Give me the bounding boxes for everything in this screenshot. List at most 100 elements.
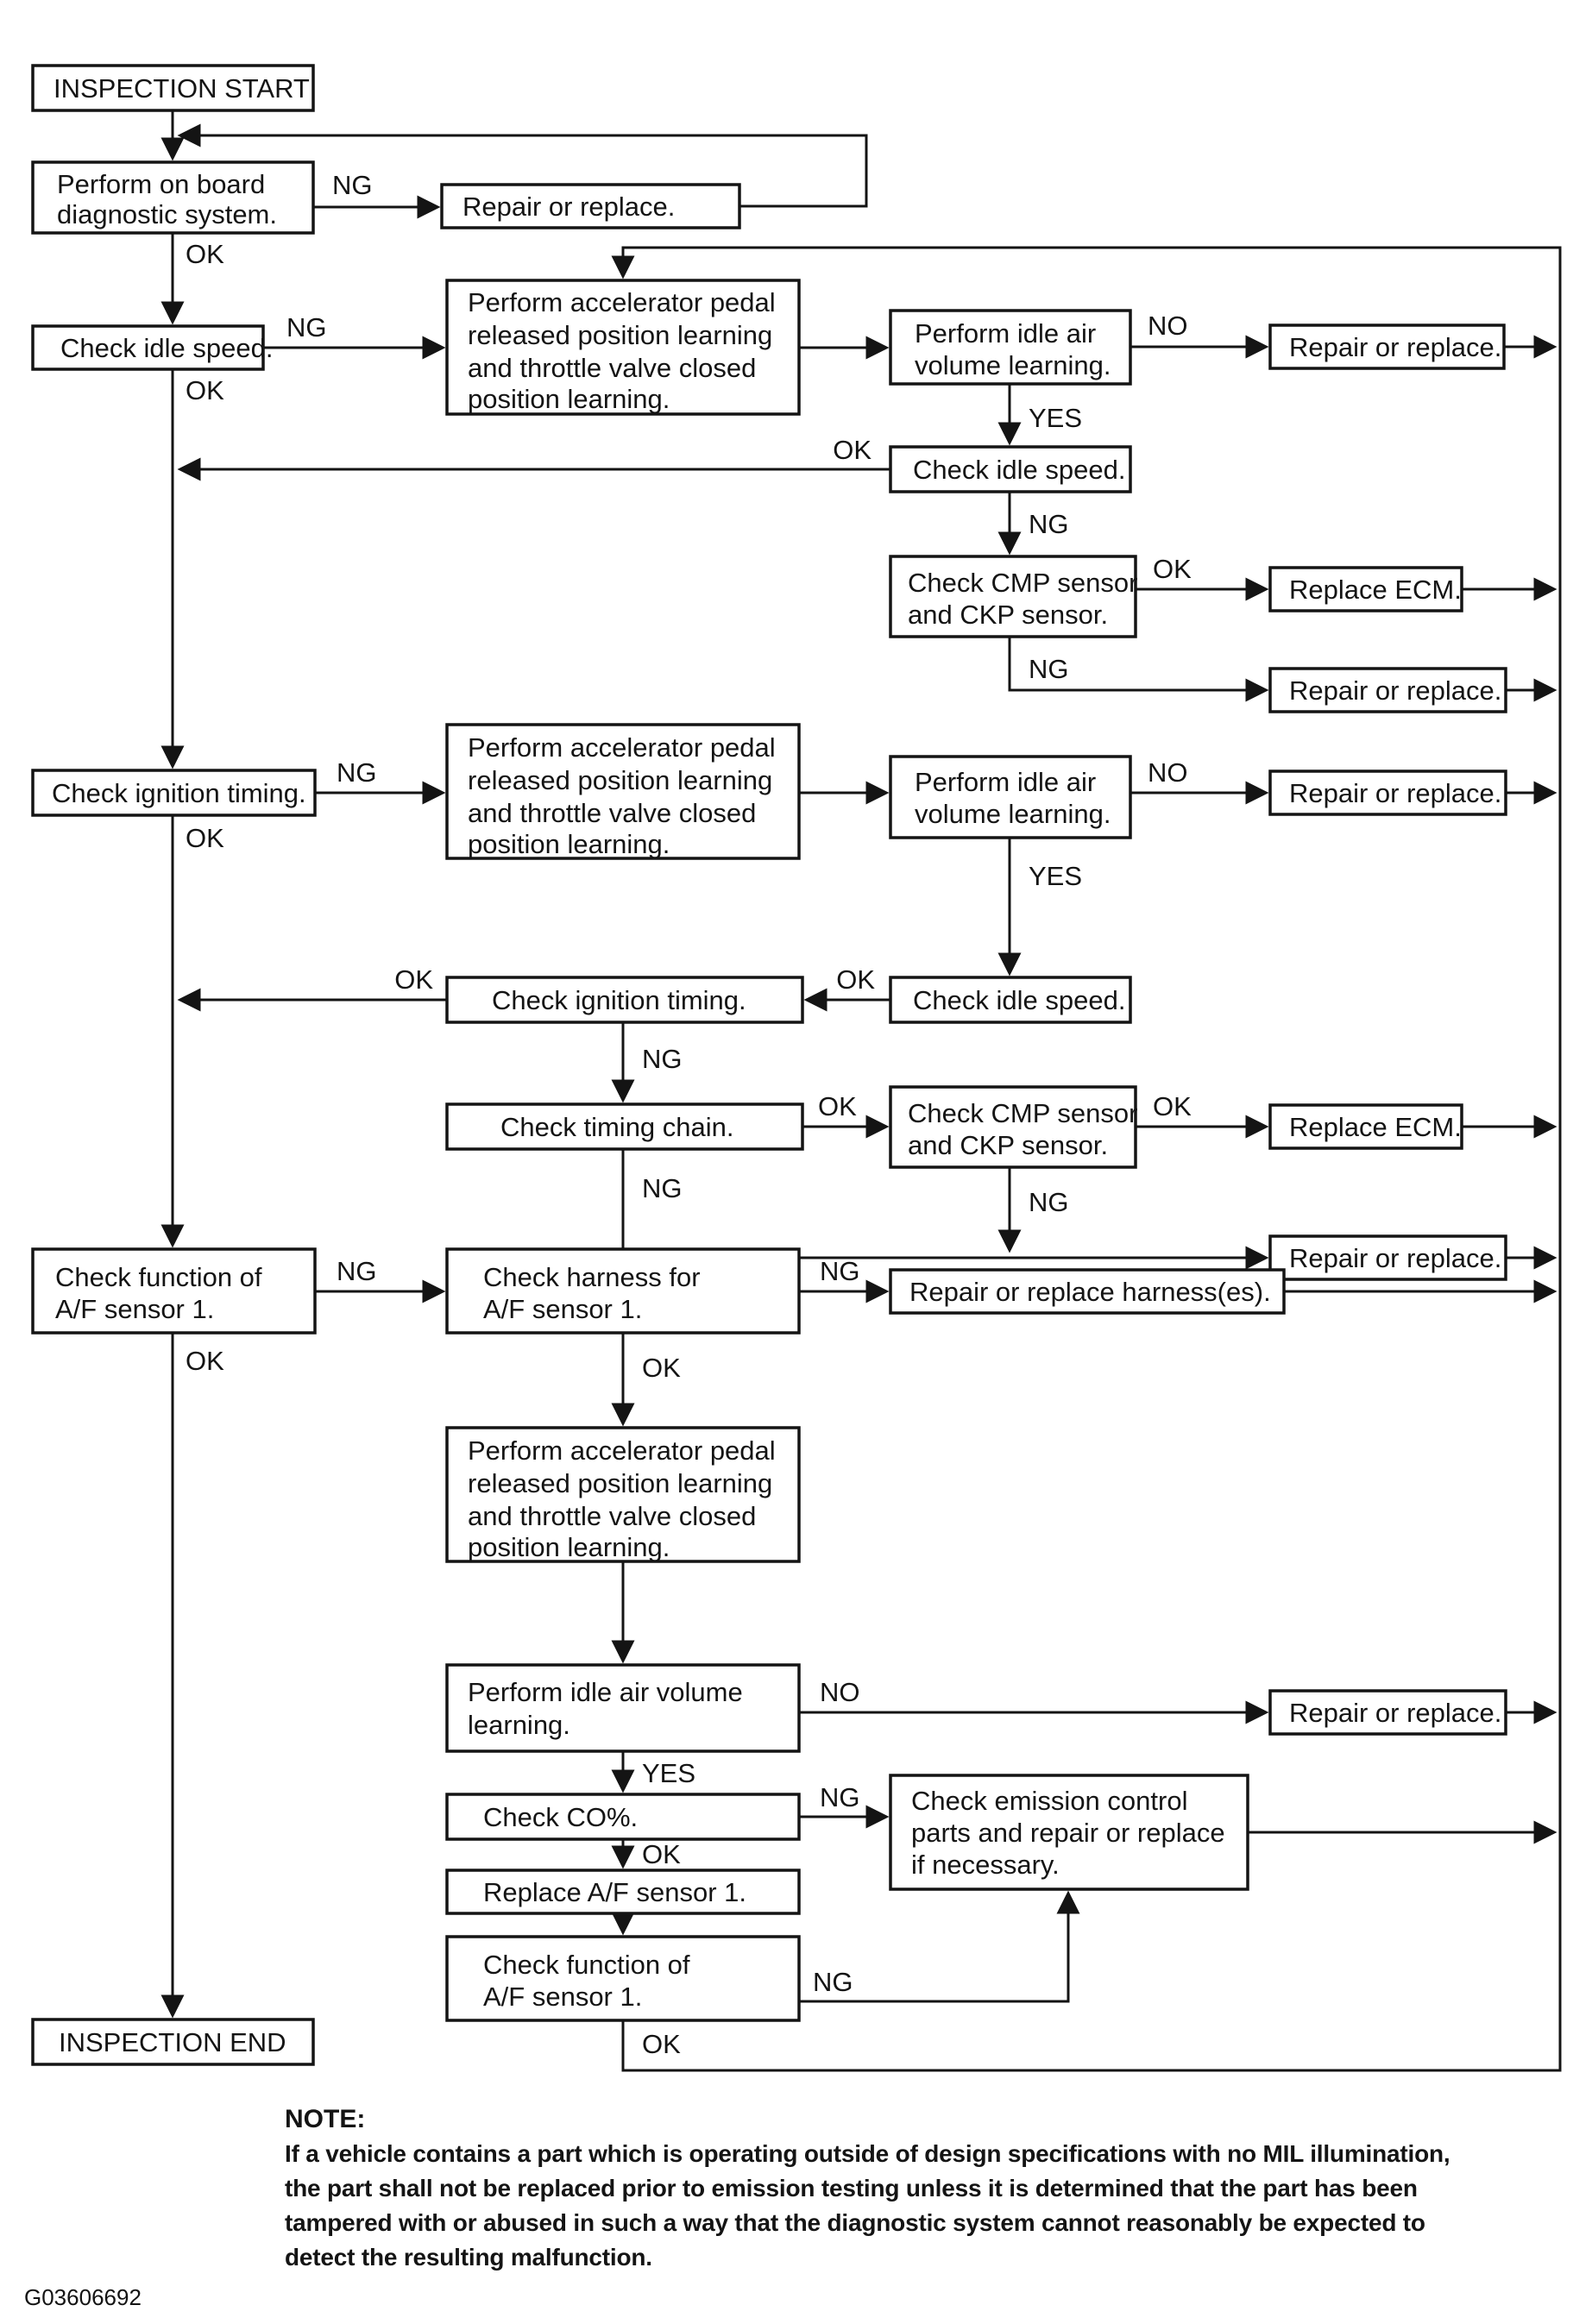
label-ign1-ng: NG	[337, 757, 377, 788]
node-accel-learning-3-line3: and throttle valve closed	[468, 1501, 756, 1531]
node-check-idle-speed-2-label: Check idle speed.	[913, 455, 1125, 485]
label-harness-ng: NG	[820, 1256, 860, 1286]
label-idle2-ok: OK	[833, 435, 872, 465]
node-repair-or-replace-5-label: Repair or replace.	[1289, 1243, 1501, 1273]
node-check-harness-line1: Check harness for	[483, 1262, 701, 1292]
node-replace-ecm-1-label: Replace ECM.	[1289, 575, 1462, 605]
node-idle-air-learning-2: Perform idle air volume learning.	[889, 755, 1132, 839]
edge-cmp1-ng	[1008, 637, 1269, 702]
label-cmp2-ok: OK	[1153, 1091, 1192, 1121]
node-idle-air-learning-3-box	[445, 1663, 801, 1753]
node-accel-learning-1-line2: released position learning	[468, 320, 772, 350]
node-check-co-label: Check CO%.	[483, 1802, 638, 1832]
node-check-ignition-timing-2: Check ignition timing.	[445, 976, 804, 1024]
node-repair-or-replace-5: Repair or replace.	[1268, 1234, 1507, 1281]
node-accel-learning-3: Perform accelerator pedal released posit…	[445, 1426, 801, 1563]
node-repair-or-replace-1-box	[440, 183, 741, 229]
note-line-2: the part shall not be replaced prior to …	[285, 2175, 1418, 2202]
node-repair-or-replace-3-box	[1268, 667, 1507, 713]
label-idleair1-yes: YES	[1029, 403, 1082, 433]
label-cmp1-ng: NG	[1029, 654, 1069, 684]
node-cmp-ckp-1-line1: Check CMP sensor	[908, 568, 1137, 598]
node-idle-air-learning-3: Perform idle air volume learning.	[445, 1663, 801, 1753]
node-repair-or-replace-3-label: Repair or replace.	[1289, 675, 1501, 706]
node-check-timing-chain: Check timing chain.	[445, 1102, 804, 1151]
node-check-emission-parts: Check emission control parts and repair …	[889, 1774, 1249, 1891]
label-cmp2-ng: NG	[1029, 1187, 1069, 1217]
node-check-idle-speed-1: Check idle speed.	[31, 324, 273, 371]
node-repair-or-replace-1-label: Repair or replace.	[462, 192, 675, 222]
node-check-emission-parts-line3: if necessary.	[911, 1850, 1060, 1880]
node-check-harness: Check harness for A/F sensor 1.	[445, 1247, 801, 1335]
label-chain-ok: OK	[818, 1091, 857, 1121]
node-idle-air-learning-2-line1: Perform idle air	[915, 767, 1096, 797]
node-repair-or-replace-5-box	[1268, 1234, 1507, 1281]
label-ign2-ng: NG	[642, 1044, 683, 1074]
node-inspection-start-label: INSPECTION START	[53, 73, 310, 104]
node-accel-learning-3-line1: Perform accelerator pedal	[468, 1435, 776, 1466]
node-repair-or-replace-6-box	[1268, 1689, 1507, 1736]
node-repair-or-replace-6-label: Repair or replace.	[1289, 1698, 1501, 1728]
node-check-emission-parts-line1: Check emission control	[911, 1786, 1187, 1816]
node-repair-or-replace-2-box	[1268, 323, 1506, 370]
node-inspection-end-label: INSPECTION END	[59, 2027, 286, 2057]
label-idleair2-yes: YES	[1029, 861, 1082, 891]
node-check-idle-speed-3-box	[889, 976, 1132, 1024]
label-co-ng: NG	[820, 1782, 860, 1812]
node-accel-learning-2: Perform accelerator pedal released posit…	[445, 723, 801, 860]
label-af2-ng: NG	[813, 1967, 853, 1997]
node-check-idle-speed-3-label: Check idle speed.	[913, 985, 1125, 1015]
node-check-af-function-1-line1: Check function of	[55, 1262, 262, 1292]
node-cmp-ckp-2: Check CMP sensor and CKP sensor.	[889, 1085, 1137, 1169]
label-onboard-ng: NG	[332, 170, 373, 200]
node-accel-learning-2-line4: position learning.	[468, 829, 670, 859]
node-check-idle-speed-1-box	[31, 324, 265, 371]
label-idle1-ng: NG	[286, 312, 327, 342]
node-repair-harness-label: Repair or replace harness(es).	[909, 1277, 1271, 1307]
node-check-idle-speed-3: Check idle speed.	[889, 976, 1132, 1024]
note-line-3: tampered with or abused in such a way th…	[285, 2209, 1425, 2236]
node-check-idle-speed-1-label: Check idle speed.	[60, 333, 273, 363]
node-accel-learning-3-box	[445, 1426, 801, 1563]
node-check-harness-line2: A/F sensor 1.	[483, 1294, 642, 1324]
label-harness-ok: OK	[642, 1353, 681, 1383]
node-check-ignition-timing-2-label: Check ignition timing.	[492, 985, 746, 1015]
node-check-af-function-2: Check function of A/F sensor 1.	[445, 1935, 801, 2022]
label-af2-ok: OK	[642, 2029, 681, 2059]
node-cmp-ckp-1: Check CMP sensor and CKP sensor.	[889, 555, 1137, 638]
node-inspection-end: INSPECTION END	[31, 2018, 315, 2066]
node-idle-air-learning-1-box	[889, 309, 1132, 386]
label-idleair1-no: NO	[1148, 311, 1188, 341]
node-onboard-diagnostic-box	[31, 160, 315, 235]
label-onboard-ok: OK	[186, 239, 224, 269]
node-repair-or-replace-2-label: Repair or replace.	[1289, 332, 1501, 362]
label-idleair3-yes: YES	[642, 1758, 695, 1788]
node-cmp-ckp-2-box	[889, 1085, 1137, 1169]
node-cmp-ckp-2-line2: and CKP sensor.	[908, 1130, 1108, 1160]
node-repair-or-replace-3: Repair or replace.	[1268, 667, 1507, 713]
note-line-1: If a vehicle contains a part which is op…	[285, 2140, 1450, 2167]
node-check-co-box	[445, 1793, 801, 1841]
node-check-af-function-1: Check function of A/F sensor 1.	[31, 1247, 317, 1335]
node-onboard-diagnostic: Perform on board diagnostic system.	[31, 160, 315, 235]
figure-id: G03606692	[24, 2284, 142, 2310]
node-check-ignition-timing-1-label: Check ignition timing.	[52, 778, 306, 808]
node-cmp-ckp-1-line2: and CKP sensor.	[908, 600, 1108, 630]
node-replace-ecm-1-box	[1268, 566, 1463, 612]
node-replace-af-sensor: Replace A/F sensor 1.	[445, 1869, 801, 1915]
note-heading: NOTE:	[285, 2105, 365, 2133]
node-check-emission-parts-line2: parts and repair or replace	[911, 1818, 1225, 1848]
node-idle-air-learning-1-line2: volume learning.	[915, 350, 1111, 380]
label-idle2-ng: NG	[1029, 509, 1069, 539]
node-check-idle-speed-2-box	[889, 445, 1132, 493]
node-replace-af-sensor-label: Replace A/F sensor 1.	[483, 1877, 746, 1907]
node-repair-or-replace-4-box	[1268, 769, 1507, 816]
node-check-timing-chain-label: Check timing chain.	[500, 1112, 734, 1142]
node-cmp-ckp-2-line1: Check CMP sensor	[908, 1098, 1137, 1128]
node-check-emission-parts-box	[889, 1774, 1249, 1891]
node-repair-or-replace-2: Repair or replace.	[1268, 323, 1506, 370]
node-accel-learning-1: Perform accelerator pedal released posit…	[445, 279, 801, 416]
node-cmp-ckp-1-box	[889, 555, 1137, 638]
edge-af2-ng	[799, 1890, 1080, 2003]
